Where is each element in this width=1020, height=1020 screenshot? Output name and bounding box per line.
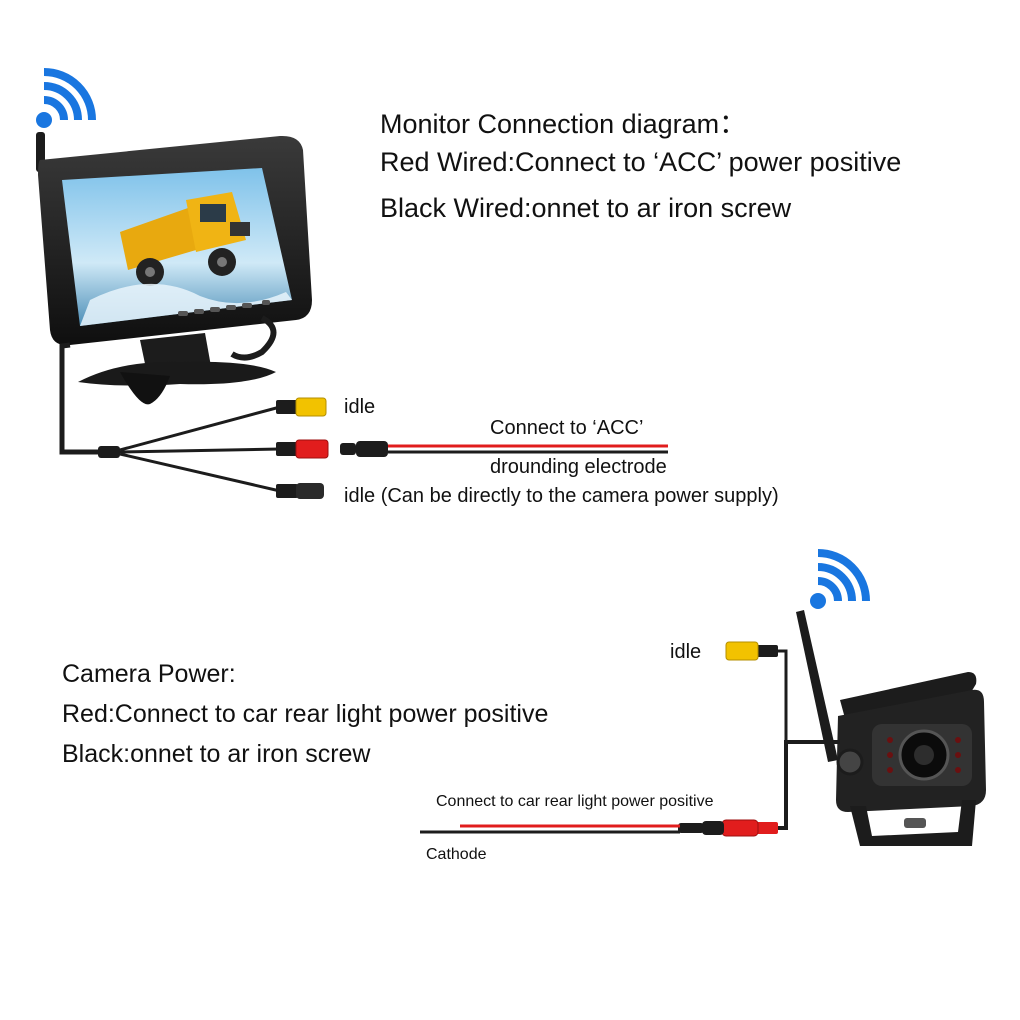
monitor-buttons: [178, 300, 270, 316]
ground-electrode-label: drounding electrode: [490, 456, 667, 478]
camera-yellow-rca-plug: [725, 641, 778, 661]
camera-antenna: [796, 610, 838, 762]
camera-wifi-icon: [810, 549, 870, 609]
dump-truck-image: [80, 192, 292, 326]
acc-connect-label: Connect to ‘ACC’: [490, 417, 644, 439]
monitor-device: [36, 132, 312, 405]
camera-wiring: [420, 641, 840, 837]
monitor-wiring: [59, 342, 668, 499]
camera-yellow-idle-label: idle: [670, 641, 702, 663]
black-power-plug: [276, 483, 324, 499]
camera-black-connector: [678, 821, 724, 835]
monitor-black-wire-note: Black Wired:onnet to ar iron screw: [380, 193, 792, 223]
monitor-red-wire-note: Red Wired:Connect to ‘ACC’ power positiv…: [380, 147, 902, 177]
camera-red-power-plug: [721, 819, 778, 837]
camera-power-title: Camera Power:: [62, 660, 236, 688]
camera-device: [796, 610, 986, 846]
monitor-diagram-title: Monitor Connection diagram：: [380, 109, 747, 139]
monitor-wifi-icon: [36, 68, 96, 128]
camera-positive-label: Connect to car rear light power positive: [436, 793, 714, 810]
ir-leds: [887, 737, 961, 773]
camera-red-note: Red:Connect to car rear light power posi…: [62, 700, 549, 728]
yellow-rca-plug: [276, 397, 327, 417]
monitor-yellow-idle-label: idle: [344, 396, 376, 418]
monitor-black-idle-label: idle (Can be directly to the camera powe…: [344, 485, 779, 507]
cable-junction: [98, 446, 120, 458]
red-rca-plug: [276, 439, 329, 459]
camera-black-note: Black:onnet to ar iron screw: [62, 740, 371, 768]
dc-power-connector: [340, 441, 388, 457]
cathode-label: Cathode: [426, 846, 487, 863]
